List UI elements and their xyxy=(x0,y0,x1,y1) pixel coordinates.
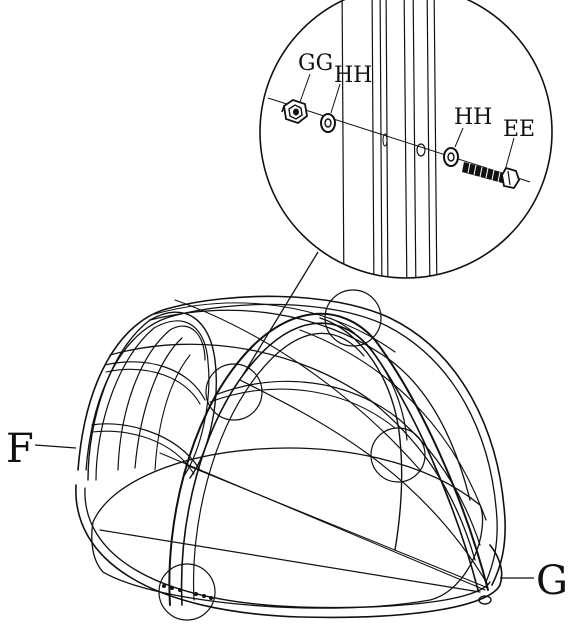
dome-frame xyxy=(75,289,506,621)
bolt-icon xyxy=(462,162,520,190)
base-label: G xyxy=(536,558,568,604)
base-ring-inner xyxy=(84,487,491,609)
bottom-bolt-dots xyxy=(162,584,213,600)
joint-circle-bottom xyxy=(158,563,216,621)
nut-label: GG xyxy=(298,51,333,76)
washer-icon xyxy=(443,147,459,167)
washer-right-label: HH xyxy=(454,105,492,130)
bolt-label: EE xyxy=(503,117,535,142)
base-canopy xyxy=(91,447,484,609)
washer-left-label: HH xyxy=(334,63,372,88)
joint-circle-top xyxy=(324,289,382,347)
washer-icon xyxy=(320,113,336,133)
detail-frame-tubes xyxy=(267,0,531,278)
part-labels: F G xyxy=(6,426,568,604)
detail-magnifier: GG HH HH EE xyxy=(242,0,553,376)
joint-circle-left xyxy=(205,363,263,421)
joint-circle-right xyxy=(370,427,426,483)
magnifier-leader-line xyxy=(242,251,319,376)
frame-label: F xyxy=(6,426,34,472)
magnifier-circle xyxy=(259,0,553,279)
frame-leader-line xyxy=(34,444,77,449)
hex-nut-icon xyxy=(281,99,308,125)
